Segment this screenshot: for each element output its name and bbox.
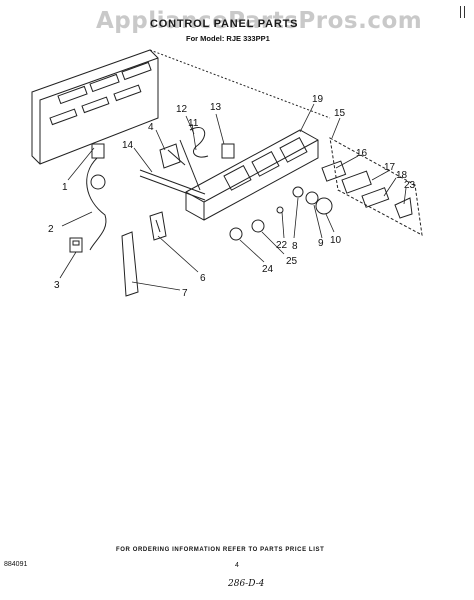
callout-11: 11 [188,118,199,129]
watermark-text: AppliancePartsPros.com [96,8,423,34]
right-panel-group [321,137,423,236]
strip-part [139,169,206,201]
callout-22: 22 [276,240,288,251]
callout-25: 25 [286,256,298,267]
callout-6: 6 [200,273,206,284]
callout-4: 4 [148,122,154,133]
callout-19: 19 [312,94,324,105]
callout-7: 7 [182,288,188,299]
callout-15: 15 [334,108,346,119]
diagram-title: CONTROL PANEL PARTS [150,18,299,30]
switch-part [159,143,186,169]
callout-13: 13 [210,102,222,113]
ordering-note: FOR ORDERING INFORMATION REFER TO PARTS … [116,547,325,553]
handwritten-code: 286-D-4 [228,579,265,589]
callout-10: 10 [330,235,342,246]
corner-mark [460,6,465,18]
callout-14: 14 [122,140,134,151]
knob-parts [229,206,284,241]
control-console-part [185,129,319,221]
callout-2: 2 [48,224,54,235]
page-number: 4 [235,562,239,569]
document-code: 884091 [4,561,28,568]
callout-12: 12 [176,104,188,115]
model-label: For Model: RJE 333PP1 [186,34,270,43]
callout-8: 8 [292,241,298,252]
end-cap-part [121,231,139,297]
callout-3: 3 [54,280,60,291]
back-panel-part [31,49,331,165]
wire-harness-part [179,127,209,191]
callout-24: 24 [262,264,274,275]
terminal-block-part [69,237,83,253]
power-cord-part [86,143,107,251]
callout-9: 9 [318,238,324,249]
clip-part [221,143,235,159]
callout-17: 17 [384,162,396,173]
callout-1: 1 [62,182,68,193]
timer-parts [292,186,333,215]
callout-16: 16 [356,148,368,159]
bracket-part [149,211,167,241]
callout-23: 23 [404,180,416,191]
callout-18: 18 [396,170,408,181]
